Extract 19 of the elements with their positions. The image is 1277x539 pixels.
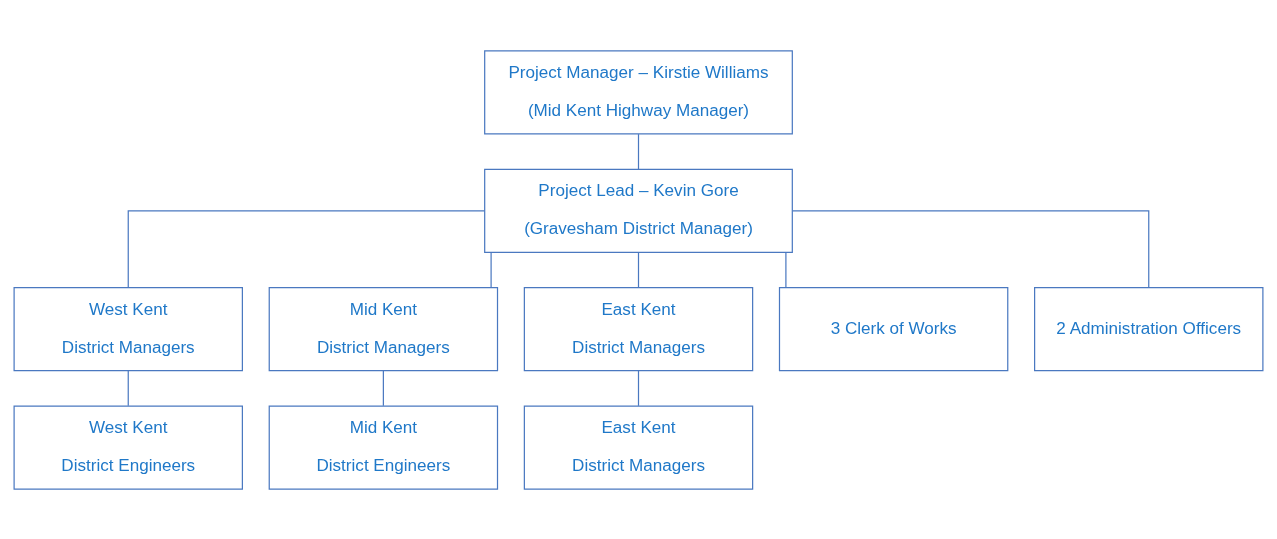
connector xyxy=(490,251,492,288)
node-box: Mid Kent District Managers xyxy=(268,286,499,371)
node-box: 3 Clerk of Works xyxy=(778,286,1009,371)
node-box: Project Manager – Kirstie Williams (Mid Kent Highway Manager) xyxy=(484,49,793,134)
node-box: Mid Kent District Engineers xyxy=(268,405,499,490)
node-box: West Kent District Engineers xyxy=(13,405,243,490)
node-box: 2 Administration Officers xyxy=(1034,286,1264,371)
connector xyxy=(127,209,485,288)
node-box: East Kent District Managers xyxy=(523,405,754,490)
connector xyxy=(792,209,1150,288)
node-box: East Kent District Managers xyxy=(523,286,754,371)
connector xyxy=(127,369,129,406)
node-box: Project Lead – Kevin Gore (Gravesham District Manager) xyxy=(484,168,793,253)
node-box: West Kent District Managers xyxy=(13,286,243,371)
connector xyxy=(637,133,640,170)
connector xyxy=(785,251,787,288)
connector xyxy=(382,369,384,406)
connector xyxy=(637,369,640,406)
connector xyxy=(637,251,640,288)
